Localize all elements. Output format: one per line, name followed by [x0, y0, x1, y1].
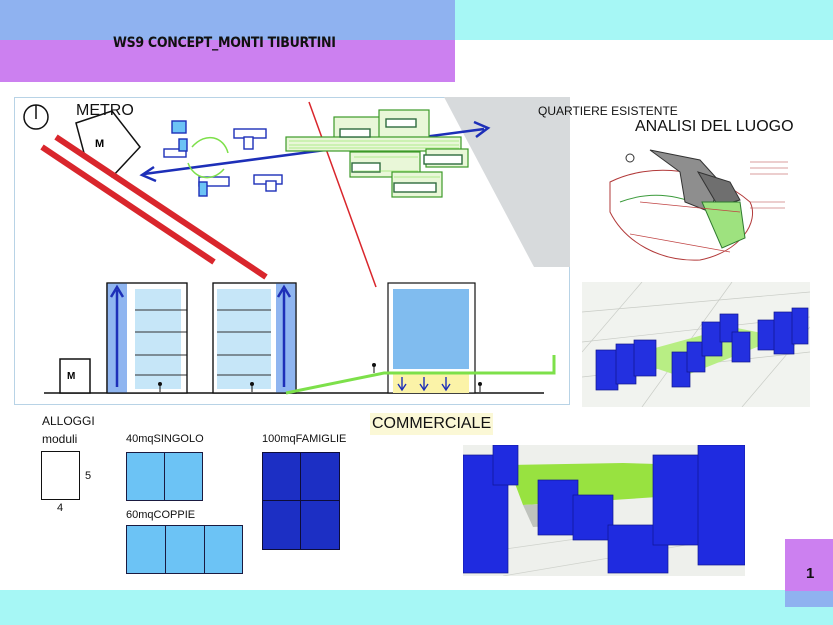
massing-model-image-2 [462, 444, 746, 577]
building-section-1 [106, 282, 188, 394]
concept-diagram: M [14, 97, 570, 405]
header-band-cyan [455, 0, 833, 40]
famiglie-label: 100mqFAMIGLIE [262, 433, 347, 445]
coppie-module-cell-2 [165, 525, 205, 574]
site-sketch-image [590, 142, 790, 277]
coppie-label: 60mqCOPPIE [126, 509, 196, 521]
plan-pieces-right-inner [339, 118, 463, 193]
header-band-violet [0, 40, 455, 82]
module-height-dimension: 5 [85, 470, 92, 482]
flow-arrows [187, 136, 229, 179]
building-section-2 [212, 282, 297, 394]
page-number-tab-violet [785, 539, 833, 591]
page-title: WS9 CONCEPT_MONTI TIBURTINI [113, 35, 336, 51]
massing-model-image-1 [581, 281, 811, 408]
green-path [285, 355, 556, 395]
famiglie-module-cell-3 [262, 500, 302, 550]
quartiere-label: QUARTIERE ESISTENTE [538, 104, 678, 118]
singolo-module-cell-1 [126, 452, 165, 501]
famiglie-module-cell-1 [262, 452, 302, 501]
singolo-label: 40mqSINGOLO [126, 433, 204, 445]
coppie-module-cell-3 [204, 525, 243, 574]
singolo-module-cell-2 [164, 452, 203, 501]
boundary-line [308, 101, 377, 288]
metro-label: METRO [76, 102, 134, 119]
page-number-tab-periwinkle [785, 591, 833, 607]
modules-title-line1: ALLOGGI [42, 414, 95, 428]
building-section-commercial [387, 282, 476, 394]
famiglie-module-cell-4 [300, 500, 340, 550]
rail-line-1 [40, 144, 216, 265]
analysis-title: ANALISI DEL LUOGO [635, 118, 794, 135]
svg-text:M: M [95, 138, 104, 150]
footer-band-cyan [0, 590, 833, 625]
header-band-periwinkle [0, 0, 455, 40]
commerciale-label: COMMERCIALE [370, 413, 494, 435]
metro-station-icon [75, 110, 141, 179]
svg-text:M: M [67, 371, 75, 382]
page-number: 1 [806, 565, 815, 582]
plan-pieces-left [163, 120, 283, 197]
people-figures [158, 363, 482, 392]
module-width-dimension: 4 [57, 502, 64, 514]
concept-diagram-drawing: M [14, 97, 570, 405]
rail-line-2 [54, 134, 268, 280]
site-triangle-shape [444, 97, 570, 267]
base-module-box [41, 451, 80, 500]
metro-entrance-icon [59, 358, 91, 394]
modules-title-line2: moduli [42, 432, 78, 446]
famiglie-module-cell-2 [300, 452, 340, 501]
coppie-module-cell-1 [126, 525, 166, 574]
